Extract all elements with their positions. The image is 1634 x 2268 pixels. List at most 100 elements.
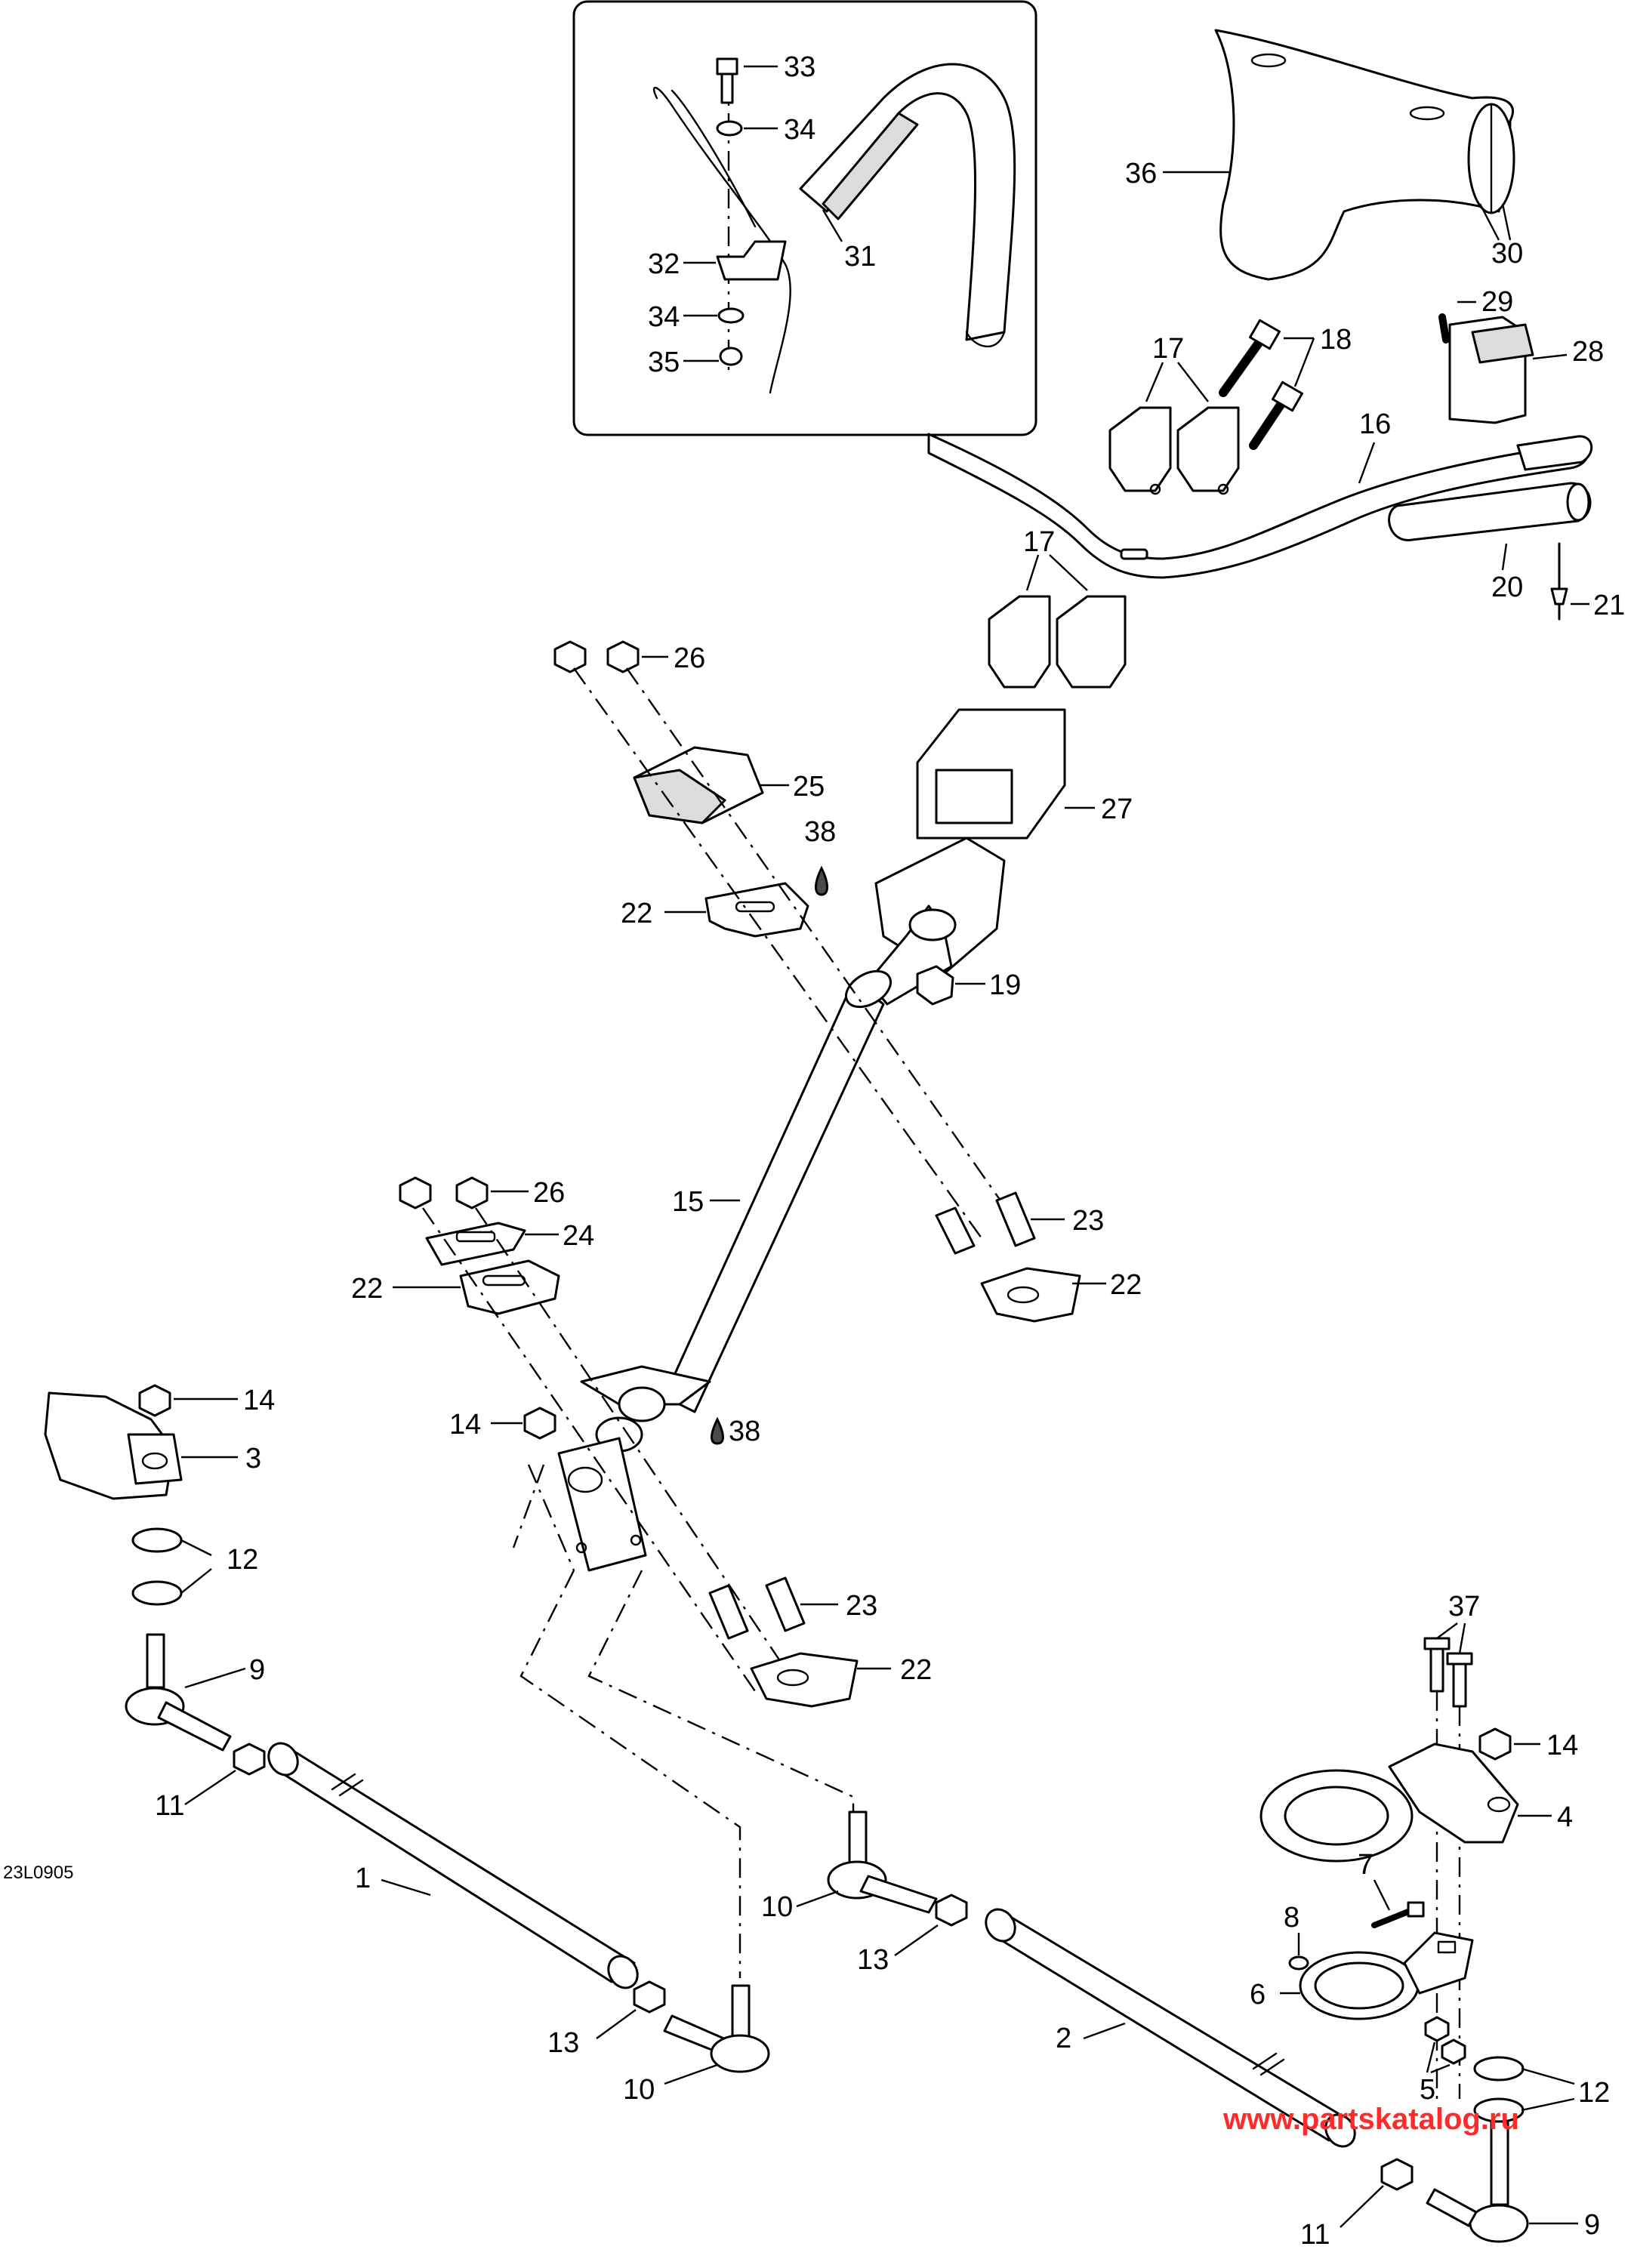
clamp-22-right: 22 [980,1267,1142,1323]
bolts-37: 37 [1423,1591,1480,1708]
washer-34-lower [717,307,745,324]
callout-13-center: 13 [857,1944,889,1976]
tie-rod-end-10-center: 10 [761,1810,938,1923]
callout-38-lower: 38 [729,1416,760,1447]
callout-12-left: 12 [227,1544,258,1576]
callout-1: 1 [355,1863,371,1894]
callout-34-upper: 34 [784,114,815,146]
tie-rod-end-10-left: 10 [623,1984,770,2106]
tie-rod-1: 1 [267,1742,639,1989]
nut-26-b [606,640,640,673]
callout-21: 21 [1593,590,1625,621]
clamp-22-upper [704,882,809,938]
grip-20: 20 [1388,482,1592,603]
callout-27: 27 [1101,793,1133,825]
callout-24: 24 [563,1220,594,1252]
cable-clamp-32 [716,240,787,281]
callout-38-upper: 38 [804,816,836,848]
callout-9-left: 9 [249,1654,265,1686]
nut-11-left: 11 [155,1743,266,1822]
callout-29: 29 [1481,286,1513,318]
spacers-23-lower: 23 [708,1576,877,1640]
inset-frame [572,0,1037,436]
washers-12-right: 12 [1473,2056,1610,2123]
callout-22-upper-left: 22 [621,898,652,929]
callout-34-lower: 34 [648,301,680,333]
riser-clamps-17-upper: 17 [1108,333,1240,495]
grease-38-upper: 38 [804,816,836,896]
clamp-6: 6 [1250,1931,1474,2020]
nut-19: 19 [916,965,1021,1006]
callout-25: 25 [793,771,825,803]
callout-19: 19 [989,969,1021,1001]
screws-18: 18 [1219,319,1352,450]
callout-17-lower: 17 [1023,526,1055,558]
support-upper: 26 25 22 [553,640,825,938]
callout-13-left: 13 [547,2027,579,2059]
callout-10-center: 10 [761,1891,793,1923]
nut-14-middle: 14 [449,1407,556,1441]
callout-37: 37 [1448,1591,1480,1622]
riser-27: 27 [916,708,1133,840]
callout-11-right: 11 [1300,2219,1330,2251]
washer-34-upper [716,120,743,137]
centerline-upper [573,667,982,1239]
tie-rod-end-9-right: 9 [1426,2120,1600,2243]
steering-column-15: 15 [557,837,1006,1572]
nut-26-d [455,1176,489,1209]
callout-14-middle: 14 [449,1409,481,1441]
grease-38-lower: 38 [711,1416,760,1447]
callout-16: 16 [1359,408,1391,440]
callout-14-left: 14 [243,1385,275,1416]
cable-outline [652,86,791,394]
callout-26-upper: 26 [674,642,705,674]
callout-22-right: 22 [1110,1269,1142,1301]
screw-7-washer-8: 7 8 [1284,1849,1425,1971]
nuts-5: 5 [1420,2016,1466,2106]
callout-2: 2 [1056,2023,1071,2054]
callout-3: 3 [245,1443,261,1475]
callout-17-upper: 17 [1152,333,1184,365]
screw-33 [716,57,738,104]
callout-11-left: 11 [155,1790,184,1822]
callout-6: 6 [1250,1979,1266,2011]
callout-22-lower: 22 [900,1654,932,1686]
callout-12-right: 12 [1578,2077,1610,2109]
inset-detail: 33 34 32 34 35 31 [572,0,1037,436]
clamp-22-lower: 22 [750,1652,932,1708]
callout-8: 8 [1284,1902,1299,1934]
callout-18: 18 [1320,324,1352,356]
callout-23-lower: 23 [846,1590,877,1622]
callout-14-right: 14 [1546,1730,1578,1761]
callout-20: 20 [1491,572,1523,603]
nut-14-left: 14 [138,1384,275,1417]
callout-35: 35 [648,347,680,378]
clamp-22-middle [459,1259,560,1315]
nut-26-c [399,1176,432,1209]
nut-13-left: 13 [547,1980,666,2059]
handlebar-16 [927,433,1593,579]
callout-31: 31 [844,241,876,273]
rivet-21: 21 [1550,542,1625,621]
callout-30: 30 [1491,238,1523,270]
callout-23-upper: 23 [1072,1205,1104,1237]
callout-10-left: 10 [623,2074,655,2106]
callout-4: 4 [1557,1801,1573,1833]
spacers-23-upper: 23 [935,1191,1104,1255]
handlebar-pad: 36 30 [1125,29,1523,281]
callout-33: 33 [784,51,815,83]
callout-36: 36 [1125,158,1157,190]
nut-13-center: 13 [857,1894,968,1976]
plate-24 [425,1222,526,1266]
callout-26-middle: 26 [533,1177,565,1209]
washers-12-left: 12 [131,1527,258,1606]
steering-bracket-4: 4 [1259,1743,1573,1863]
handle-tube-detail [799,63,1016,347]
throttle-housing: 29 28 [1438,286,1604,424]
tie-rod-end-9: 9 [125,1633,265,1752]
callout-28: 28 [1572,336,1604,368]
callout-5: 5 [1420,2074,1435,2106]
support-middle: 26 24 22 [351,1176,594,1315]
callout-15: 15 [672,1186,704,1218]
